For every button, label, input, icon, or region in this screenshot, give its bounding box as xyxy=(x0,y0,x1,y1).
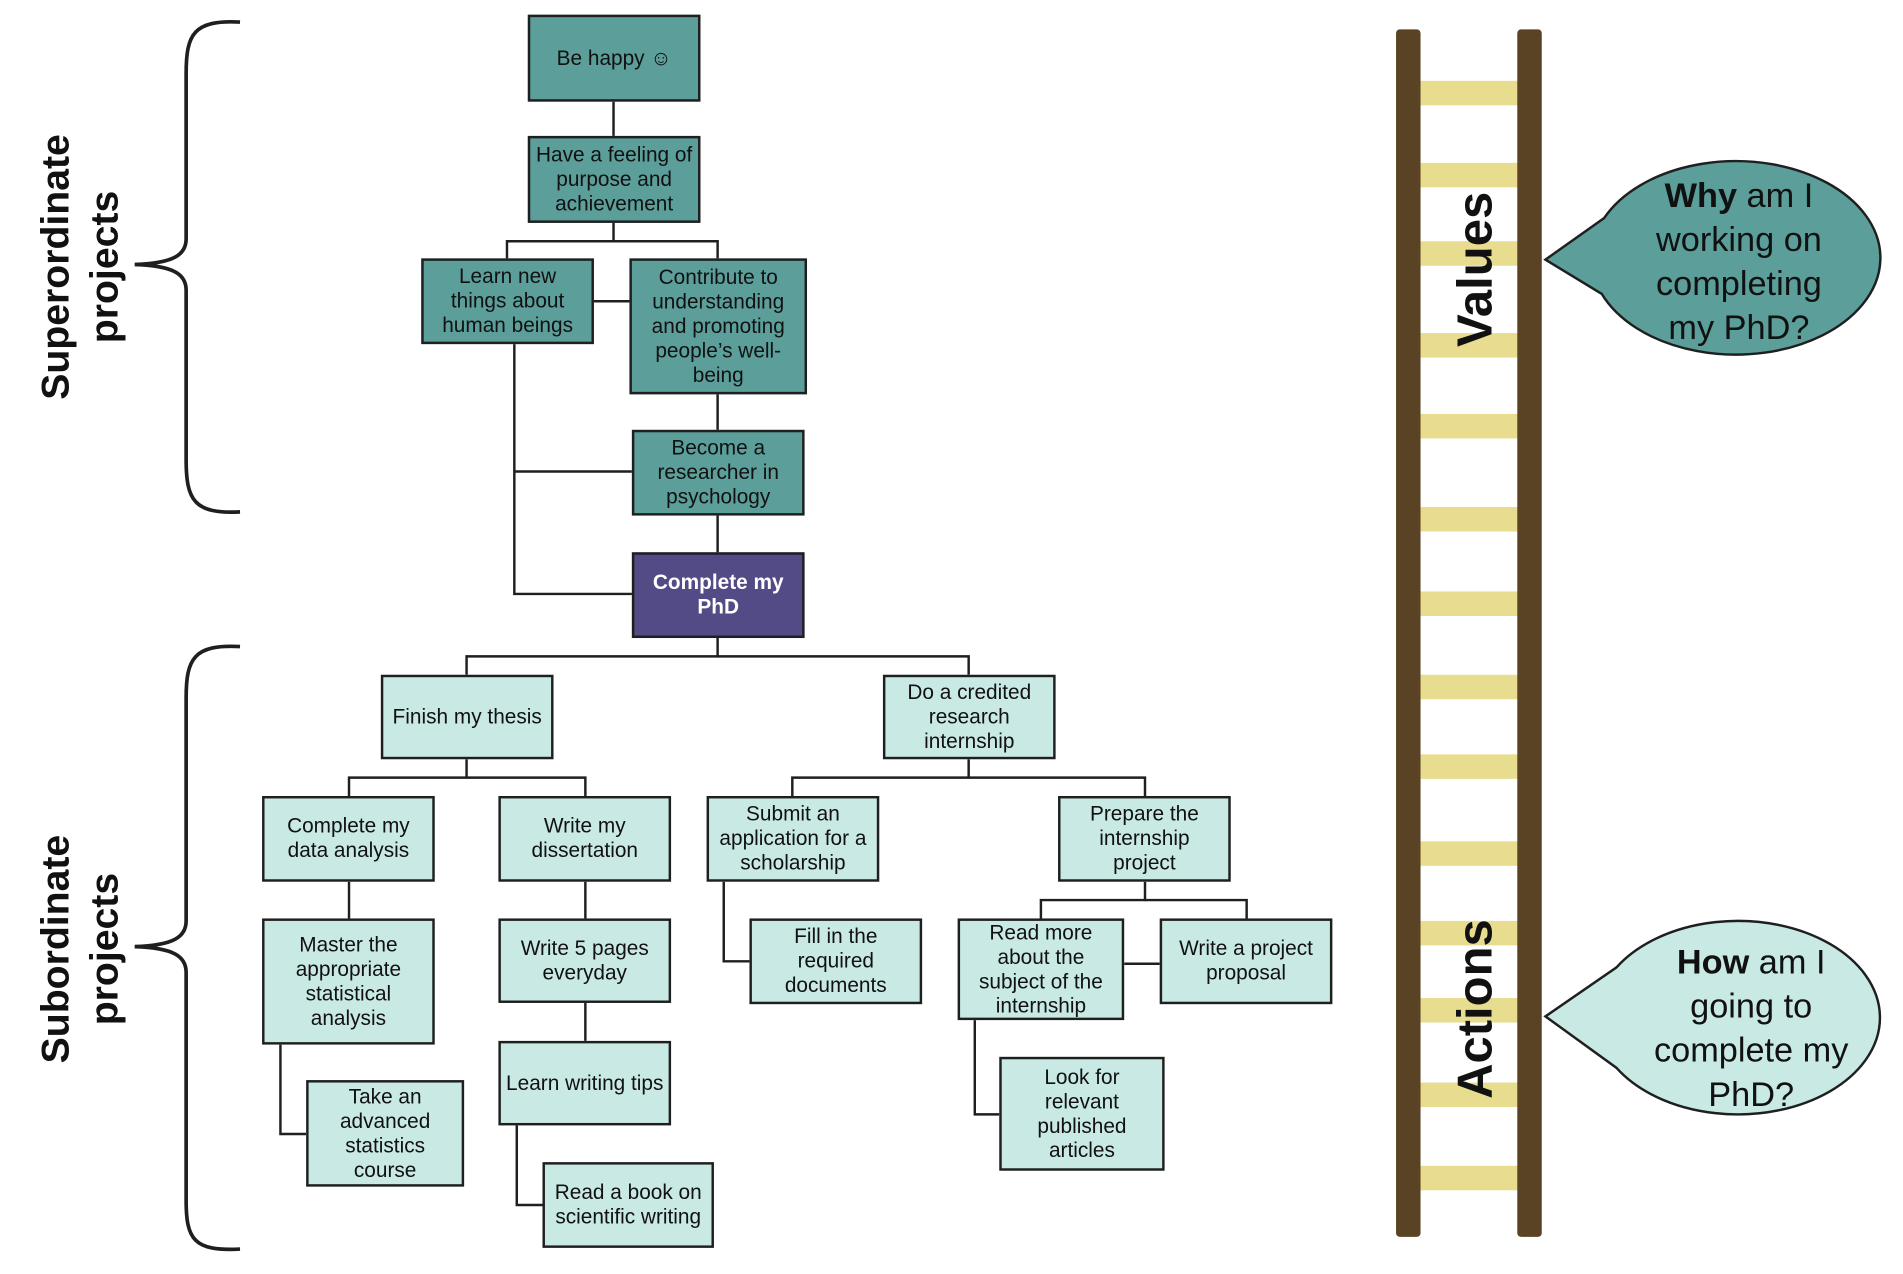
values-label: Values xyxy=(1448,191,1503,348)
superordinate-label: Superordinate projects xyxy=(33,134,127,400)
node-learn-new-things: Learn new things about human beings xyxy=(421,258,594,345)
node-read-book: Read a book on scientific writing xyxy=(542,1162,714,1248)
node-feeling-of-purpose: Have a feeling of purpose and achievemen… xyxy=(527,135,701,223)
node-stats-course: Take an advanced statistics course xyxy=(306,1080,465,1187)
node-fill-documents: Fill in the required documents xyxy=(749,918,923,1005)
subordinate-brace xyxy=(134,644,241,1252)
ladder-right-rail xyxy=(1517,29,1542,1237)
node-read-more: Read more about the subject of the inter… xyxy=(957,918,1125,1021)
node-look-articles: Look for relevant published articles xyxy=(999,1056,1165,1171)
ladder xyxy=(1396,29,1542,1237)
node-contribute: Contribute to understanding and promotin… xyxy=(629,258,808,395)
subordinate-label: Subordinate projects xyxy=(33,834,127,1064)
node-finish-thesis: Finish my thesis xyxy=(380,674,554,760)
node-write-dissertation: Write my dissertation xyxy=(498,795,672,882)
ladder-left-rail xyxy=(1396,29,1421,1237)
why-bubble xyxy=(1543,159,1882,356)
how-bubble-text: How am I going to complete my PhD? xyxy=(1653,942,1849,1114)
node-scholarship: Submit an application for a scholarship xyxy=(706,795,880,882)
node-data-analysis: Complete my data analysis xyxy=(262,795,435,882)
node-five-pages: Write 5 pages everyday xyxy=(498,918,672,1003)
node-project-proposal: Write a project proposal xyxy=(1159,918,1333,1005)
ladder-rungs xyxy=(1419,80,1519,1191)
node-become-researcher: Become a researcher in psychology xyxy=(631,429,805,516)
node-be-happy: Be happy ☺ xyxy=(527,14,701,102)
node-complete-phd: Complete my PhD xyxy=(631,552,805,639)
node-master-stats: Master the appropriate statistical analy… xyxy=(262,918,435,1045)
actions-label: Actions xyxy=(1448,919,1503,1099)
superordinate-brace xyxy=(134,19,241,514)
how-bubble xyxy=(1543,919,1882,1116)
node-research-internship: Do a credited research internship xyxy=(882,674,1056,760)
node-prepare-project: Prepare the internship project xyxy=(1058,795,1231,882)
why-bubble-text: Why am I working on completing my PhD? xyxy=(1656,176,1822,347)
node-writing-tips: Learn writing tips xyxy=(498,1040,672,1126)
